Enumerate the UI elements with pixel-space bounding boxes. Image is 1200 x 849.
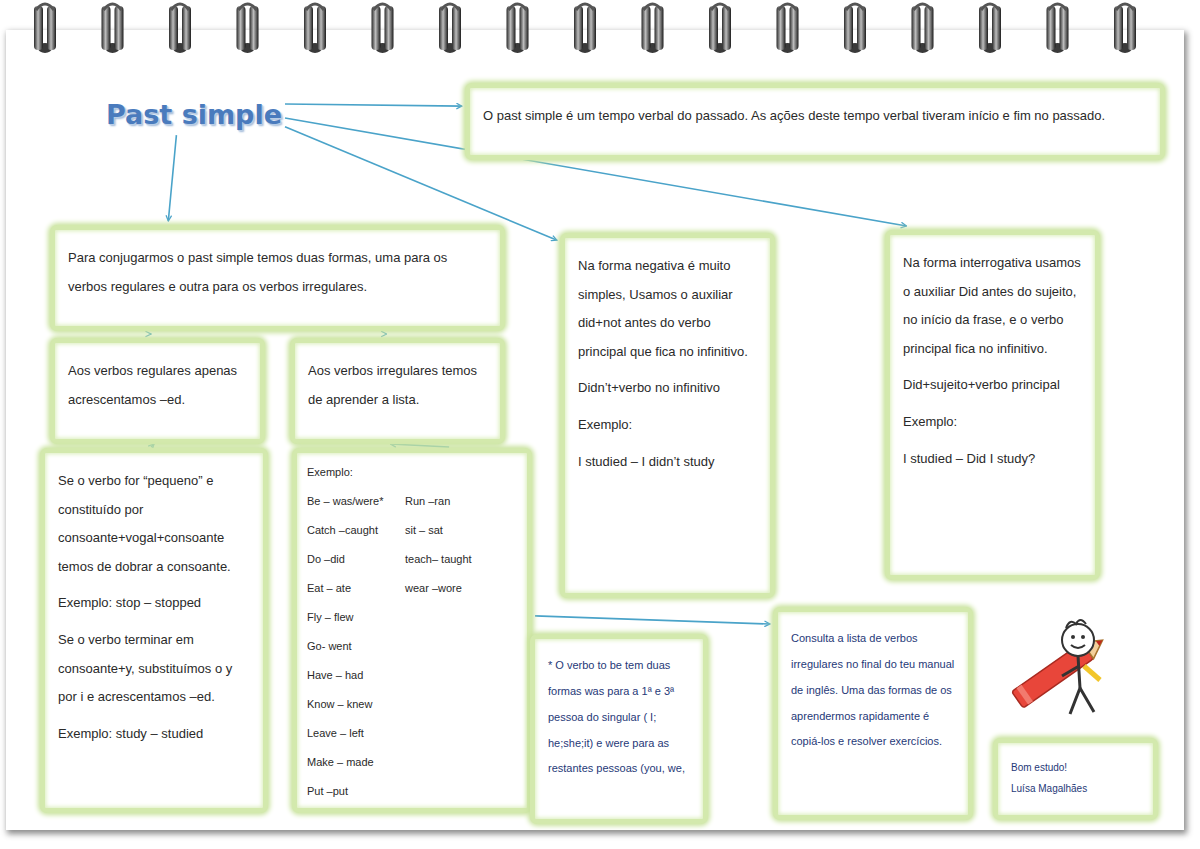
title-node: Past simple [106, 97, 282, 132]
verb-pair: wear –wore [405, 581, 462, 595]
arrow-connector [386, 333, 388, 335]
spiral-binding [0, 0, 1200, 70]
spiral-ring [372, 4, 394, 53]
spiral-ring [844, 4, 866, 53]
verb-pair: Eat – ate [307, 581, 351, 595]
footnote-box: * O verbo to be tem duas formas was para… [530, 634, 708, 824]
diagram-title: Past simple [106, 97, 282, 132]
verb-pair: Go- went [307, 639, 352, 653]
box-text: Exemplo: [307, 465, 353, 479]
verb-pair: Do –did [307, 552, 345, 566]
box-text: Consulta a lista de verbos irregulares n… [791, 626, 955, 755]
verb-pair: Have – had [307, 668, 363, 682]
irregular-box: Aos verbos irregulares temos de aprender… [290, 338, 505, 444]
signature-box: Bom estudo!Luísa Magalhães [993, 738, 1158, 820]
box-text: Did+sujeito+verbo principal [903, 371, 1082, 400]
box-text: Exemplo: [578, 411, 757, 440]
regular-box: Aos verbos regulares apenas acrescentamo… [50, 338, 265, 444]
spiral-ring [507, 4, 529, 53]
arrow-connector [151, 444, 154, 447]
interrogative-box: Na forma interrogativa usamos o auxiliar… [885, 230, 1100, 580]
verb-pair: Fly – flew [307, 610, 353, 624]
rules-box: Se o verbo for “pequeno” e constituído p… [40, 448, 268, 813]
verb-pair: teach– taught [405, 552, 472, 566]
arrow-connector [285, 104, 462, 106]
verb-pair: Catch –caught [307, 523, 378, 537]
negative-box: Na forma negativa é muito simples, Usamo… [560, 233, 775, 598]
box-text: Bom estudo! [1011, 757, 1140, 778]
box-text: * O verbo to be tem duas formas was para… [548, 653, 690, 782]
box-text: Aos verbos irregulares temos de aprender… [308, 357, 487, 414]
spiral-ring [304, 4, 326, 53]
box-text: Exemplo: study – studied [58, 720, 250, 749]
verb-list-box: Exemplo: Be – was/were* Catch –caught Do –d… [292, 448, 532, 813]
box-text: Para conjugarmos o past simple temos dua… [68, 244, 487, 301]
spiral-ring [237, 4, 259, 53]
spiral-ring [169, 4, 191, 53]
forms-box: Para conjugarmos o past simple temos dua… [50, 225, 505, 331]
box-text: Luísa Magalhães [1011, 778, 1140, 799]
box-text: Na forma interrogativa usamos o auxiliar… [903, 249, 1082, 363]
arrow-connector [168, 135, 176, 221]
box-text: I studied – Did I study? [903, 445, 1082, 474]
verb-pair: Leave – left [307, 726, 364, 740]
box-text: Aos verbos regulares apenas acrescentamo… [68, 357, 247, 414]
verb-pair: Run –ran [405, 494, 450, 508]
box-text: Exemplo: stop – stopped [58, 589, 250, 618]
verb-pair: Be – was/were* [307, 494, 383, 508]
box-text: Se o verbo terminar em consoante+y, subs… [58, 626, 250, 712]
tip-box: Consulta a lista de verbos irregulares n… [773, 607, 973, 820]
spiral-ring [979, 4, 1001, 53]
verb-pair: Know – knew [307, 697, 372, 711]
pencil-figure [1000, 610, 1120, 730]
spiral-ring [912, 4, 934, 53]
box-text: O past simple é um tempo verbal do passa… [483, 102, 1147, 131]
arrow-connector [390, 444, 449, 447]
spiral-ring [1114, 4, 1136, 53]
box-text: I studied – I didn’t study [578, 448, 757, 477]
verb-pair: Make – made [307, 755, 374, 769]
box-text: Didn’t+verbo no infinitivo [578, 374, 757, 403]
box-text: Na forma negativa é muito simples, Usamo… [578, 252, 757, 366]
arrow-connector [535, 616, 770, 624]
verb-pair: Put –put [307, 784, 348, 798]
spiral-ring [709, 4, 731, 53]
spiral-ring [642, 4, 664, 53]
spiral-ring [574, 4, 596, 53]
spiral-ring [102, 4, 124, 53]
spiral-ring [1047, 4, 1069, 53]
spiral-ring [439, 4, 461, 53]
box-text: Exemplo: [903, 408, 1082, 437]
verb-pair: sit – sat [405, 523, 443, 537]
box-text: Se o verbo for “pequeno” e constituído p… [58, 467, 250, 581]
spiral-ring [777, 4, 799, 53]
spiral-ring [34, 4, 56, 53]
definition-box: O past simple é um tempo verbal do passa… [465, 83, 1165, 160]
arrow-connector [149, 333, 152, 335]
